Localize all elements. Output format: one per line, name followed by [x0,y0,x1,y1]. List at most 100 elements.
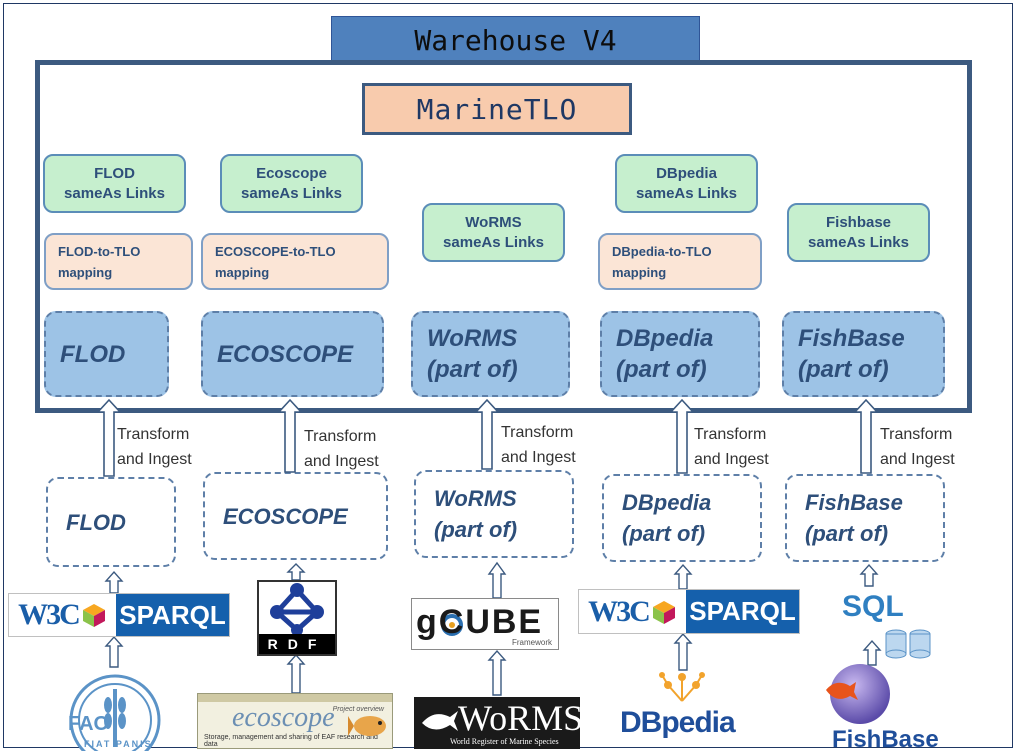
w3c-text: W3C [18,598,81,631]
gcube-subtext: Framework [511,638,552,647]
external-dbpedia-line1: DBpedia [622,490,712,515]
fao-emblem-icon [69,674,161,756]
worms-fish-icon [422,711,458,731]
external-flod-line1: FLOD [66,509,126,535]
external-worms-box: WoRMS (part of) [414,470,574,558]
warehouse-container [35,60,972,413]
transform-line1: Transform [880,426,953,443]
flod-mapping-box: FLOD-to-TLO mapping [44,233,193,290]
worms-sameas-line1: WoRMS [465,213,522,231]
marinetlo-box: MarineTLO [362,83,632,135]
arrow-fishbase-sql [862,639,882,666]
transform-line1: Transform [694,426,767,443]
transform-line2: and Ingest [880,451,955,468]
ecoscope-banner [198,694,392,702]
ecoscope-mapping-line2: mapping [215,265,270,280]
external-ecoscope-line1: ECOSCOPE [223,503,348,529]
gcube-logo: gCUBE Framework [411,598,559,650]
transform-arrow-fishbase [853,398,879,474]
sparql-logo-flod: W3C SPARQL [8,593,230,637]
ecoscope-sameas-line1: Ecoscope [256,164,327,182]
warehouse-dbpedia-line1: DBpedia [616,325,714,352]
transform-line1: Transform [304,428,377,445]
ecoscope-tag: Project overview [332,706,384,713]
ecoscope-subtitle: Storage, management and sharing of EAF r… [204,734,378,748]
transform-line2: and Ingest [117,451,192,468]
worms-sameas-line2: sameAs Links [443,233,544,251]
sparql-label: SPARQL [686,590,799,633]
dbpedia-sameas-line2: sameAs Links [636,184,737,202]
flod-sameas-box: FLOD sameAs Links [43,154,186,213]
arrow-sparql-dbpedia [673,563,693,590]
transform-label-flod: Transform and Ingest [117,422,192,472]
warehouse-ecoscope-line1: ECOSCOPE [217,340,354,368]
logo-arrows [104,561,882,696]
transform-line1: Transform [501,424,574,441]
dbpedia-logo-text: DBpedia [620,706,736,739]
worms-sameas-box: WoRMS sameAs Links [422,203,565,262]
fao-text: FAO [68,713,110,735]
w3c-logo: W3C [9,594,117,636]
external-worms-line2: (part of) [434,517,518,542]
worms-logo: WoRMS World Register of Marine Species [414,697,584,749]
ecoscope-logo: Project overview ecoscope Storage, manag… [197,693,393,749]
transform-label-fishbase: Transform and Ingest [880,422,955,472]
warehouse-fishbase-box: FishBase (part of) [782,311,945,397]
flod-mapping-line1: FLOD-to-TLO [58,244,141,259]
database-icon [885,629,931,659]
transform-line1: Transform [117,426,190,443]
dbpedia-sameas-box: DBpedia sameAs Links [615,154,758,213]
w3c-text: W3C [588,594,651,628]
sparql-logo-dbpedia: W3C SPARQL [578,589,800,634]
external-fishbase-line2: (part of) [805,521,889,546]
semantic-web-cube-icon [82,604,105,627]
dbpedia-mapping-box: DBpedia-to-TLO mapping [598,233,762,290]
warehouse-worms-line2: (part of) [427,356,518,383]
dbpedia-mapping-line2: mapping [612,265,667,280]
gcube-mark-icon [441,614,463,636]
dbpedia-network-icon [659,672,705,702]
dbpedia-sameas-line1: DBpedia [656,164,717,182]
warehouse-fishbase-line1: FishBase [798,325,905,352]
arrow-ecoscope-rdf [286,653,306,694]
transform-line2: and Ingest [501,449,576,466]
external-dbpedia-line2: (part of) [622,521,706,546]
flod-sameas-line1: FLOD [94,164,135,182]
fishbase-sameas-box: Fishbase sameAs Links [787,203,930,262]
external-fishbase-line1: FishBase [805,490,903,515]
external-dbpedia-box: DBpedia (part of) [602,474,762,562]
fao-motto: FIAT PANIS [84,739,153,749]
rdf-label: RDF [259,634,335,654]
semantic-web-cube-icon [652,600,675,624]
warehouse-dbpedia-box: DBpedia (part of) [600,311,760,397]
ecoscope-title: ecoscope [232,702,335,733]
fao-logo: FAO FIAT PANIS [60,665,170,756]
arrow-gcube-worms [487,561,507,599]
external-worms-line1: WoRMS [434,486,517,511]
warehouse-worms-box: WoRMS (part of) [411,311,570,397]
flod-mapping-line2: mapping [58,265,113,280]
arrow-rdf-ecoscope [286,563,306,581]
fishbase-sameas-line1: Fishbase [825,213,892,231]
external-fishbase-box: FishBase (part of) [785,474,945,562]
worms-text: WoRMS [458,698,584,738]
warehouse-dbpedia-line2: (part of) [616,356,707,383]
transform-line2: and Ingest [694,451,769,468]
transform-arrow-ecoscope [277,398,303,473]
ecoscope-sameas-line2: sameAs Links [241,184,342,202]
worms-subtext: World Register of Marine Species [450,737,559,746]
ecoscope-mapping-line1: ECOSCOPE-to-TLO [215,244,336,259]
warehouse-worms-line1: WoRMS [427,325,518,352]
external-ecoscope-box: ECOSCOPE [203,472,388,560]
fishbase-sameas-line2: sameAs Links [808,233,909,251]
transform-line2: and Ingest [304,453,379,470]
arrow-worms-gcube [487,649,507,696]
transform-arrows [96,398,879,477]
transform-arrow-worms [474,398,500,470]
transform-label-worms: Transform and Ingest [501,420,576,470]
rdf-graph-icon [270,583,324,636]
fishbase-logo-text: FishBase [832,726,939,753]
rdf-logo: RDF [257,580,337,656]
dbpedia-mapping-line1: DBpedia-to-TLO [612,244,712,259]
